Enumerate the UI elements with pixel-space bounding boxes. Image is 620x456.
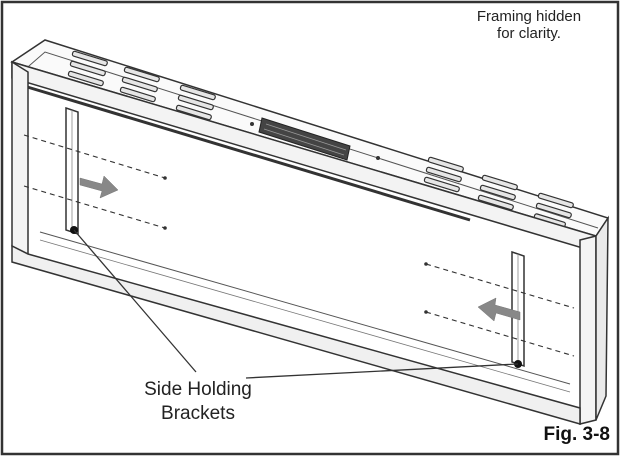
right-post bbox=[579, 235, 597, 425]
right-dashed-lines bbox=[425, 263, 575, 357]
left-arrow-icon bbox=[79, 175, 119, 199]
left-screw-points bbox=[163, 176, 167, 230]
bottom-inner-edge-2 bbox=[39, 239, 571, 393]
top-vents-right bbox=[423, 156, 574, 228]
framing-note-line-1: Framing hidden bbox=[476, 8, 582, 25]
right-arrow-icon bbox=[477, 297, 521, 322]
bottom-inner-edge bbox=[39, 231, 571, 385]
top-panel-edge bbox=[21, 51, 599, 229]
callout-leader-lines bbox=[73, 229, 519, 379]
left-post bbox=[11, 60, 29, 256]
right-side bbox=[595, 215, 609, 421]
figure-label: Fig. 3-8 bbox=[543, 424, 610, 445]
callout-line-2: Brackets bbox=[161, 403, 235, 424]
callout-line-1: Side Holding bbox=[144, 379, 252, 400]
side-holding-brackets-label: Side Holding Brackets bbox=[118, 378, 278, 426]
right-screw-points bbox=[424, 262, 428, 314]
bottom-rail bbox=[11, 244, 581, 425]
front-top-rail bbox=[11, 60, 597, 254]
center-grille bbox=[250, 117, 380, 161]
framing-note-line-2: for clarity. bbox=[497, 25, 561, 42]
framing-note: Framing hidden for clarity. bbox=[454, 8, 604, 42]
top-vents-left bbox=[67, 50, 216, 121]
left-dashed-lines bbox=[23, 134, 166, 229]
glass-top-edge bbox=[23, 84, 471, 222]
